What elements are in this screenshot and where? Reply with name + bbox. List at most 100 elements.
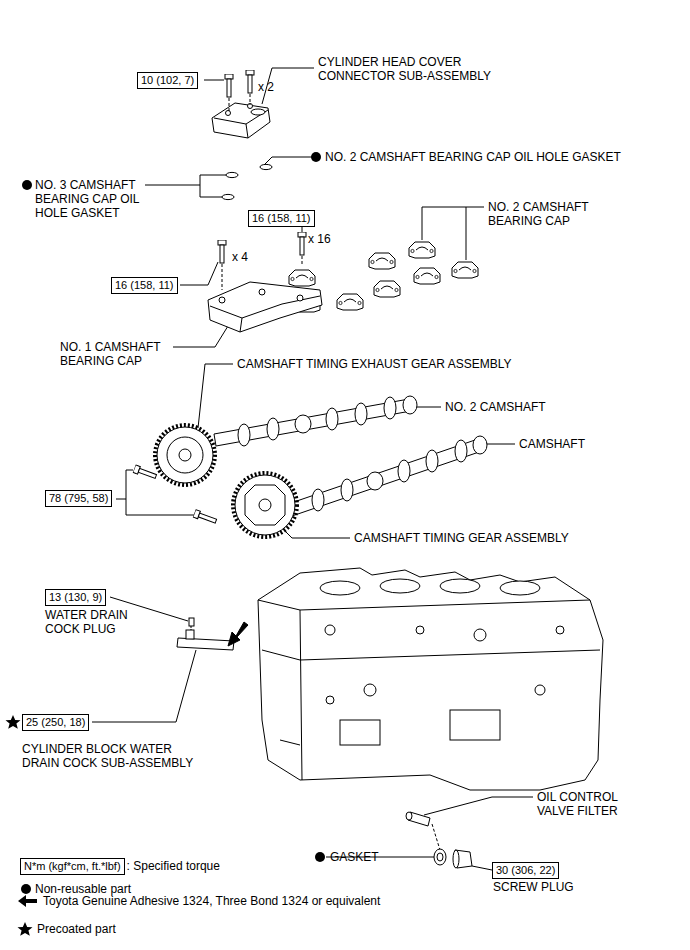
part-name: GASKET (330, 850, 379, 864)
no1-bearing-cap (219, 297, 225, 303)
part-name: SCREW PLUG (493, 880, 574, 894)
oil-control-parts (406, 812, 412, 820)
cylinder-block (450, 710, 500, 740)
drain-cock (228, 622, 248, 646)
oil-control-parts (406, 812, 472, 868)
drain-cock (191, 626, 192, 630)
leader-line (92, 650, 196, 722)
part-name: OIL CONTROL VALVE FILTER (537, 790, 637, 818)
camshaft (473, 436, 487, 454)
leader-line (486, 444, 515, 445)
cylinder-block (280, 740, 300, 745)
bearing-cap (374, 281, 400, 297)
part-name: CAMSHAFT TIMING GEAR ASSEMBLY (354, 531, 569, 545)
part-name: CAMSHAFT (519, 437, 585, 451)
leader-line (200, 197, 222, 198)
leader-line (204, 80, 224, 81)
leader-line (264, 157, 312, 165)
part-name: : Specified torque (127, 859, 220, 873)
drain-cock (186, 630, 194, 639)
bolt (225, 74, 233, 97)
torque-box: 16 (158, 11) (111, 277, 178, 294)
oil-hole-gasket (226, 172, 238, 177)
torque-box: 25 (250, 18) (22, 714, 89, 731)
leader-line (173, 326, 228, 347)
torque-value: 78 (795, 58) (49, 492, 108, 505)
camshaft (398, 460, 410, 482)
timing-gear (259, 499, 271, 511)
cover-connector (212, 103, 270, 138)
cylinder-block (258, 568, 603, 790)
torque-box: 78 (795, 58) (45, 490, 112, 507)
oil-control-parts (434, 849, 446, 865)
cylinder-block (416, 626, 424, 634)
oil-control-parts (432, 824, 440, 850)
drain-cock (177, 638, 234, 650)
part-name: CYLINDER BLOCK WATER DRAIN COCK SUB-ASSE… (22, 742, 202, 770)
torque-value: N*m (kgf*cm, ft.*lbf) (24, 860, 121, 873)
bearing-cap (289, 270, 315, 286)
part-name: CYLINDER HEAD COVER CONNECTOR SUB-ASSEMB… (318, 55, 498, 83)
torque-value: 30 (306, 22) (496, 864, 555, 877)
no1-bearing-cap (210, 296, 320, 318)
part-name: x 16 (308, 232, 331, 246)
cylinder-block (500, 581, 540, 595)
camshaft (312, 489, 324, 511)
cylinder-block (326, 696, 334, 704)
leader-line (424, 797, 533, 815)
no1-bearing-cap (297, 295, 303, 301)
bearing-cap (414, 268, 440, 284)
leader-line (116, 499, 126, 500)
cover-connector (246, 124, 248, 138)
bearing-cap (409, 242, 435, 258)
camshaft (326, 408, 338, 430)
symbol (311, 152, 321, 162)
camshaft (288, 439, 482, 516)
part-name: NO. 3 CAMSHAFT BEARING CAP OIL HOLE GASK… (35, 178, 153, 220)
legend-symbol (18, 922, 33, 936)
no1-bearing-cap (218, 240, 226, 263)
cover-connector (212, 103, 270, 138)
part-name: x 4 (232, 250, 248, 264)
symbol (315, 852, 325, 862)
cover-connector (251, 109, 265, 115)
leader-line (198, 364, 233, 428)
camshaft (238, 424, 250, 446)
camshaft (355, 403, 367, 425)
part-name: NO. 2 CAMSHAFT BEARING CAP OIL HOLE GASK… (325, 150, 621, 164)
cylinder-block (440, 579, 480, 593)
torque-box: N*m (kgf*cm, ft.*lbf) (20, 858, 125, 875)
cylinder-block (340, 720, 380, 745)
legend-text: Non-reusable part (35, 882, 131, 896)
symbol (6, 715, 21, 729)
cylinder-block (300, 650, 600, 660)
part-name: WATER DRAIN COCK PLUG (45, 608, 145, 636)
bolt (229, 98, 230, 112)
cylinder-block (535, 685, 545, 695)
cylinder-block (474, 629, 486, 641)
camshaft (403, 396, 417, 414)
timing-gear (157, 427, 213, 483)
camshaft (455, 440, 467, 462)
leader-line (302, 227, 303, 232)
camshaft (214, 399, 411, 446)
leader-line (180, 262, 218, 285)
symbol (22, 180, 32, 190)
cylinder-block (300, 610, 302, 780)
torque-value: 13 (130, 9) (49, 591, 102, 604)
bearing-cap (302, 256, 303, 266)
legend-symbol (18, 884, 38, 936)
legend-symbol (21, 884, 31, 894)
no1-bearing-cap (208, 240, 322, 332)
cylinder-block (556, 626, 564, 634)
camshaft (295, 415, 311, 433)
no1-bearing-cap (259, 289, 265, 295)
camshaft (367, 472, 383, 490)
leader-line (145, 185, 200, 186)
leader-line (466, 207, 467, 260)
bearing-cap (337, 294, 363, 310)
cylinder-block (364, 684, 376, 696)
timing-gear (193, 510, 217, 525)
camshaft (384, 397, 396, 419)
